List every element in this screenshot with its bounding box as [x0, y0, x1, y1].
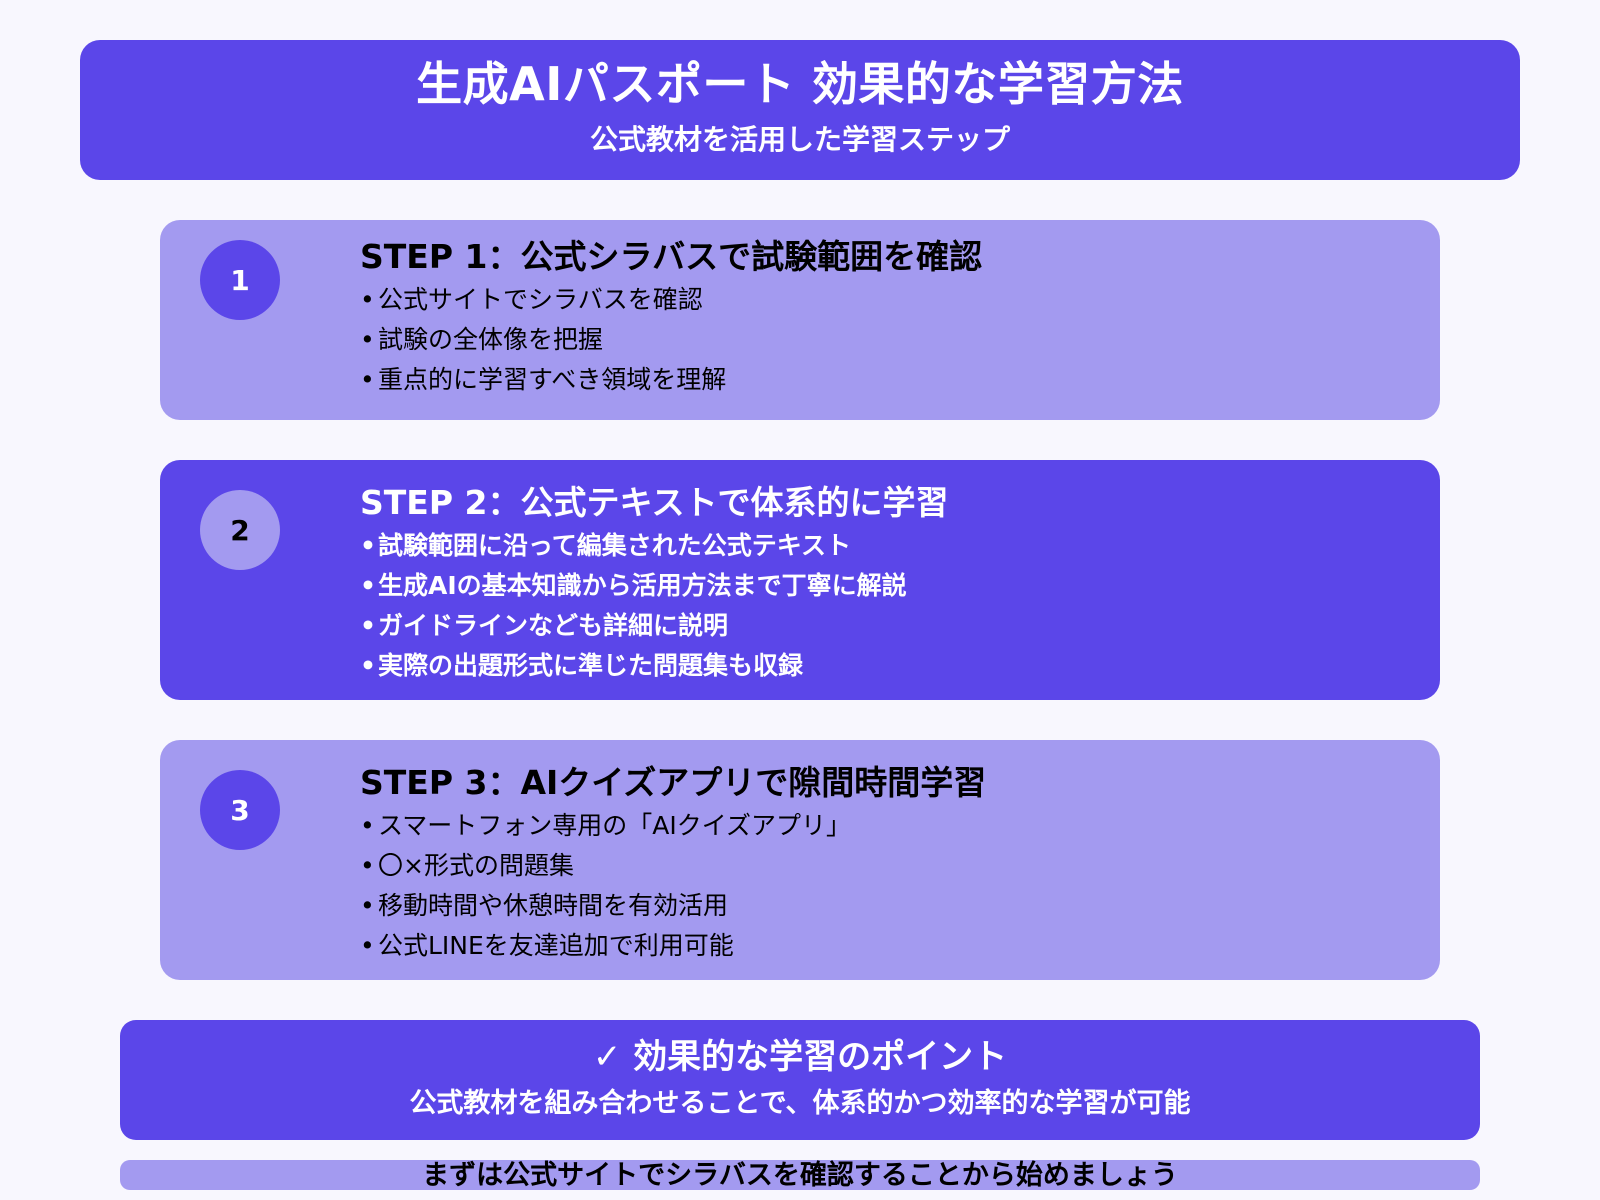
step-number: 1 [230, 263, 250, 297]
step-content: STEP 1：公式シラバスで試験範囲を確認 •公式サイトでシラバスを確認 •試験… [360, 234, 1420, 400]
list-item: •重点的に学習すべき領域を理解 [360, 360, 1420, 400]
step-bullet-list: •試験範囲に沿って編集された公式テキスト •生成AIの基本知識から活用方法まで丁… [360, 526, 1420, 686]
list-item-text: 試験の全体像を把握 [378, 325, 604, 354]
list-item: •実際の出題形式に準じた問題集も収録 [360, 646, 1420, 686]
step-number-badge: 1 [200, 240, 280, 320]
step-number-badge: 2 [200, 490, 280, 570]
key-points-title: ✓ 効果的な学習のポイント [120, 1034, 1480, 1080]
step-card-3: 3 STEP 3：AIクイズアプリで隙間時間学習 •スマートフォン専用の「AIク… [160, 740, 1440, 980]
step-title: STEP 3：AIクイズアプリで隙間時間学習 [360, 763, 987, 802]
bullet-icon: • [360, 811, 375, 840]
bullet-icon: • [360, 325, 375, 354]
bullet-icon: • [360, 365, 375, 394]
key-points-box: ✓ 効果的な学習のポイント 公式教材を組み合わせることで、体系的かつ効率的な学習… [120, 1020, 1480, 1140]
list-item: •生成AIの基本知識から活用方法まで丁寧に解説 [360, 566, 1420, 606]
list-item-text: 公式LINEを友達追加で利用可能 [378, 931, 734, 960]
step-number: 3 [230, 793, 250, 827]
list-item-text: 公式サイトでシラバスを確認 [378, 285, 703, 314]
key-points-body: 公式教材を組み合わせることで、体系的かつ効率的な学習が可能 [409, 1088, 1191, 1119]
list-item: •移動時間や休憩時間を有効活用 [360, 886, 1420, 926]
list-item: •スマートフォン専用の「AIクイズアプリ」 [360, 806, 1420, 846]
list-item: •公式サイトでシラバスを確認 [360, 280, 1420, 320]
list-item: •公式LINEを友達追加で利用可能 [360, 926, 1420, 966]
step-content: STEP 2：公式テキストで体系的に学習 •試験範囲に沿って編集された公式テキス… [360, 480, 1420, 686]
step-bullet-list: •スマートフォン専用の「AIクイズアプリ」 •〇×形式の問題集 •移動時間や休憩… [360, 806, 1420, 966]
list-item: •ガイドラインなども詳細に説明 [360, 606, 1420, 646]
list-item-text: 実際の出題形式に準じた問題集も収録 [378, 651, 804, 680]
step-content: STEP 3：AIクイズアプリで隙間時間学習 •スマートフォン専用の「AIクイズ… [360, 760, 1420, 966]
step-title: STEP 1：公式シラバスで試験範囲を確認 [360, 237, 983, 276]
step-title: STEP 2：公式テキストで体系的に学習 [360, 483, 949, 522]
header-banner: 生成AIパスポート 効果的な学習方法 公式教材を活用した学習ステップ [80, 40, 1520, 180]
list-item-text: 試験範囲に沿って編集された公式テキスト [378, 531, 852, 560]
footer-text: まずは公式サイトでシラバスを確認することから始めましょう [422, 1160, 1178, 1191]
list-item: •試験の全体像を把握 [360, 320, 1420, 360]
list-item-text: 生成AIの基本知識から活用方法まで丁寧に解説 [378, 571, 907, 600]
bullet-icon: • [360, 851, 375, 880]
check-icon: ✓ [592, 1037, 622, 1077]
step-card-2: 2 STEP 2：公式テキストで体系的に学習 •試験範囲に沿って編集された公式テ… [160, 460, 1440, 700]
key-points-title-text: 効果的な学習のポイント [633, 1037, 1008, 1077]
list-item-text: スマートフォン専用の「AIクイズアプリ」 [378, 811, 851, 840]
list-item-text: ガイドラインなども詳細に説明 [378, 611, 729, 640]
list-item: •試験範囲に沿って編集された公式テキスト [360, 526, 1420, 566]
list-item-text: 重点的に学習すべき領域を理解 [378, 365, 727, 394]
list-item: •〇×形式の問題集 [360, 846, 1420, 886]
list-item-text: 〇×形式の問題集 [378, 851, 574, 880]
bullet-icon: • [360, 571, 376, 600]
bullet-icon: • [360, 531, 376, 560]
bullet-icon: • [360, 611, 376, 640]
bullet-icon: • [360, 891, 375, 920]
step-card-1: 1 STEP 1：公式シラバスで試験範囲を確認 •公式サイトでシラバスを確認 •… [160, 220, 1440, 420]
page-title: 生成AIパスポート 効果的な学習方法 [416, 57, 1184, 111]
step-bullet-list: •公式サイトでシラバスを確認 •試験の全体像を把握 •重点的に学習すべき領域を理… [360, 280, 1420, 400]
page-subtitle: 公式教材を活用した学習ステップ [589, 123, 1010, 156]
footer-banner: まずは公式サイトでシラバスを確認することから始めましょう [120, 1160, 1480, 1191]
list-item-text: 移動時間や休憩時間を有効活用 [378, 891, 729, 920]
bullet-icon: • [360, 285, 375, 314]
bullet-icon: • [360, 931, 375, 960]
step-number-badge: 3 [200, 770, 280, 850]
step-number: 2 [230, 513, 250, 547]
bullet-icon: • [360, 651, 376, 680]
